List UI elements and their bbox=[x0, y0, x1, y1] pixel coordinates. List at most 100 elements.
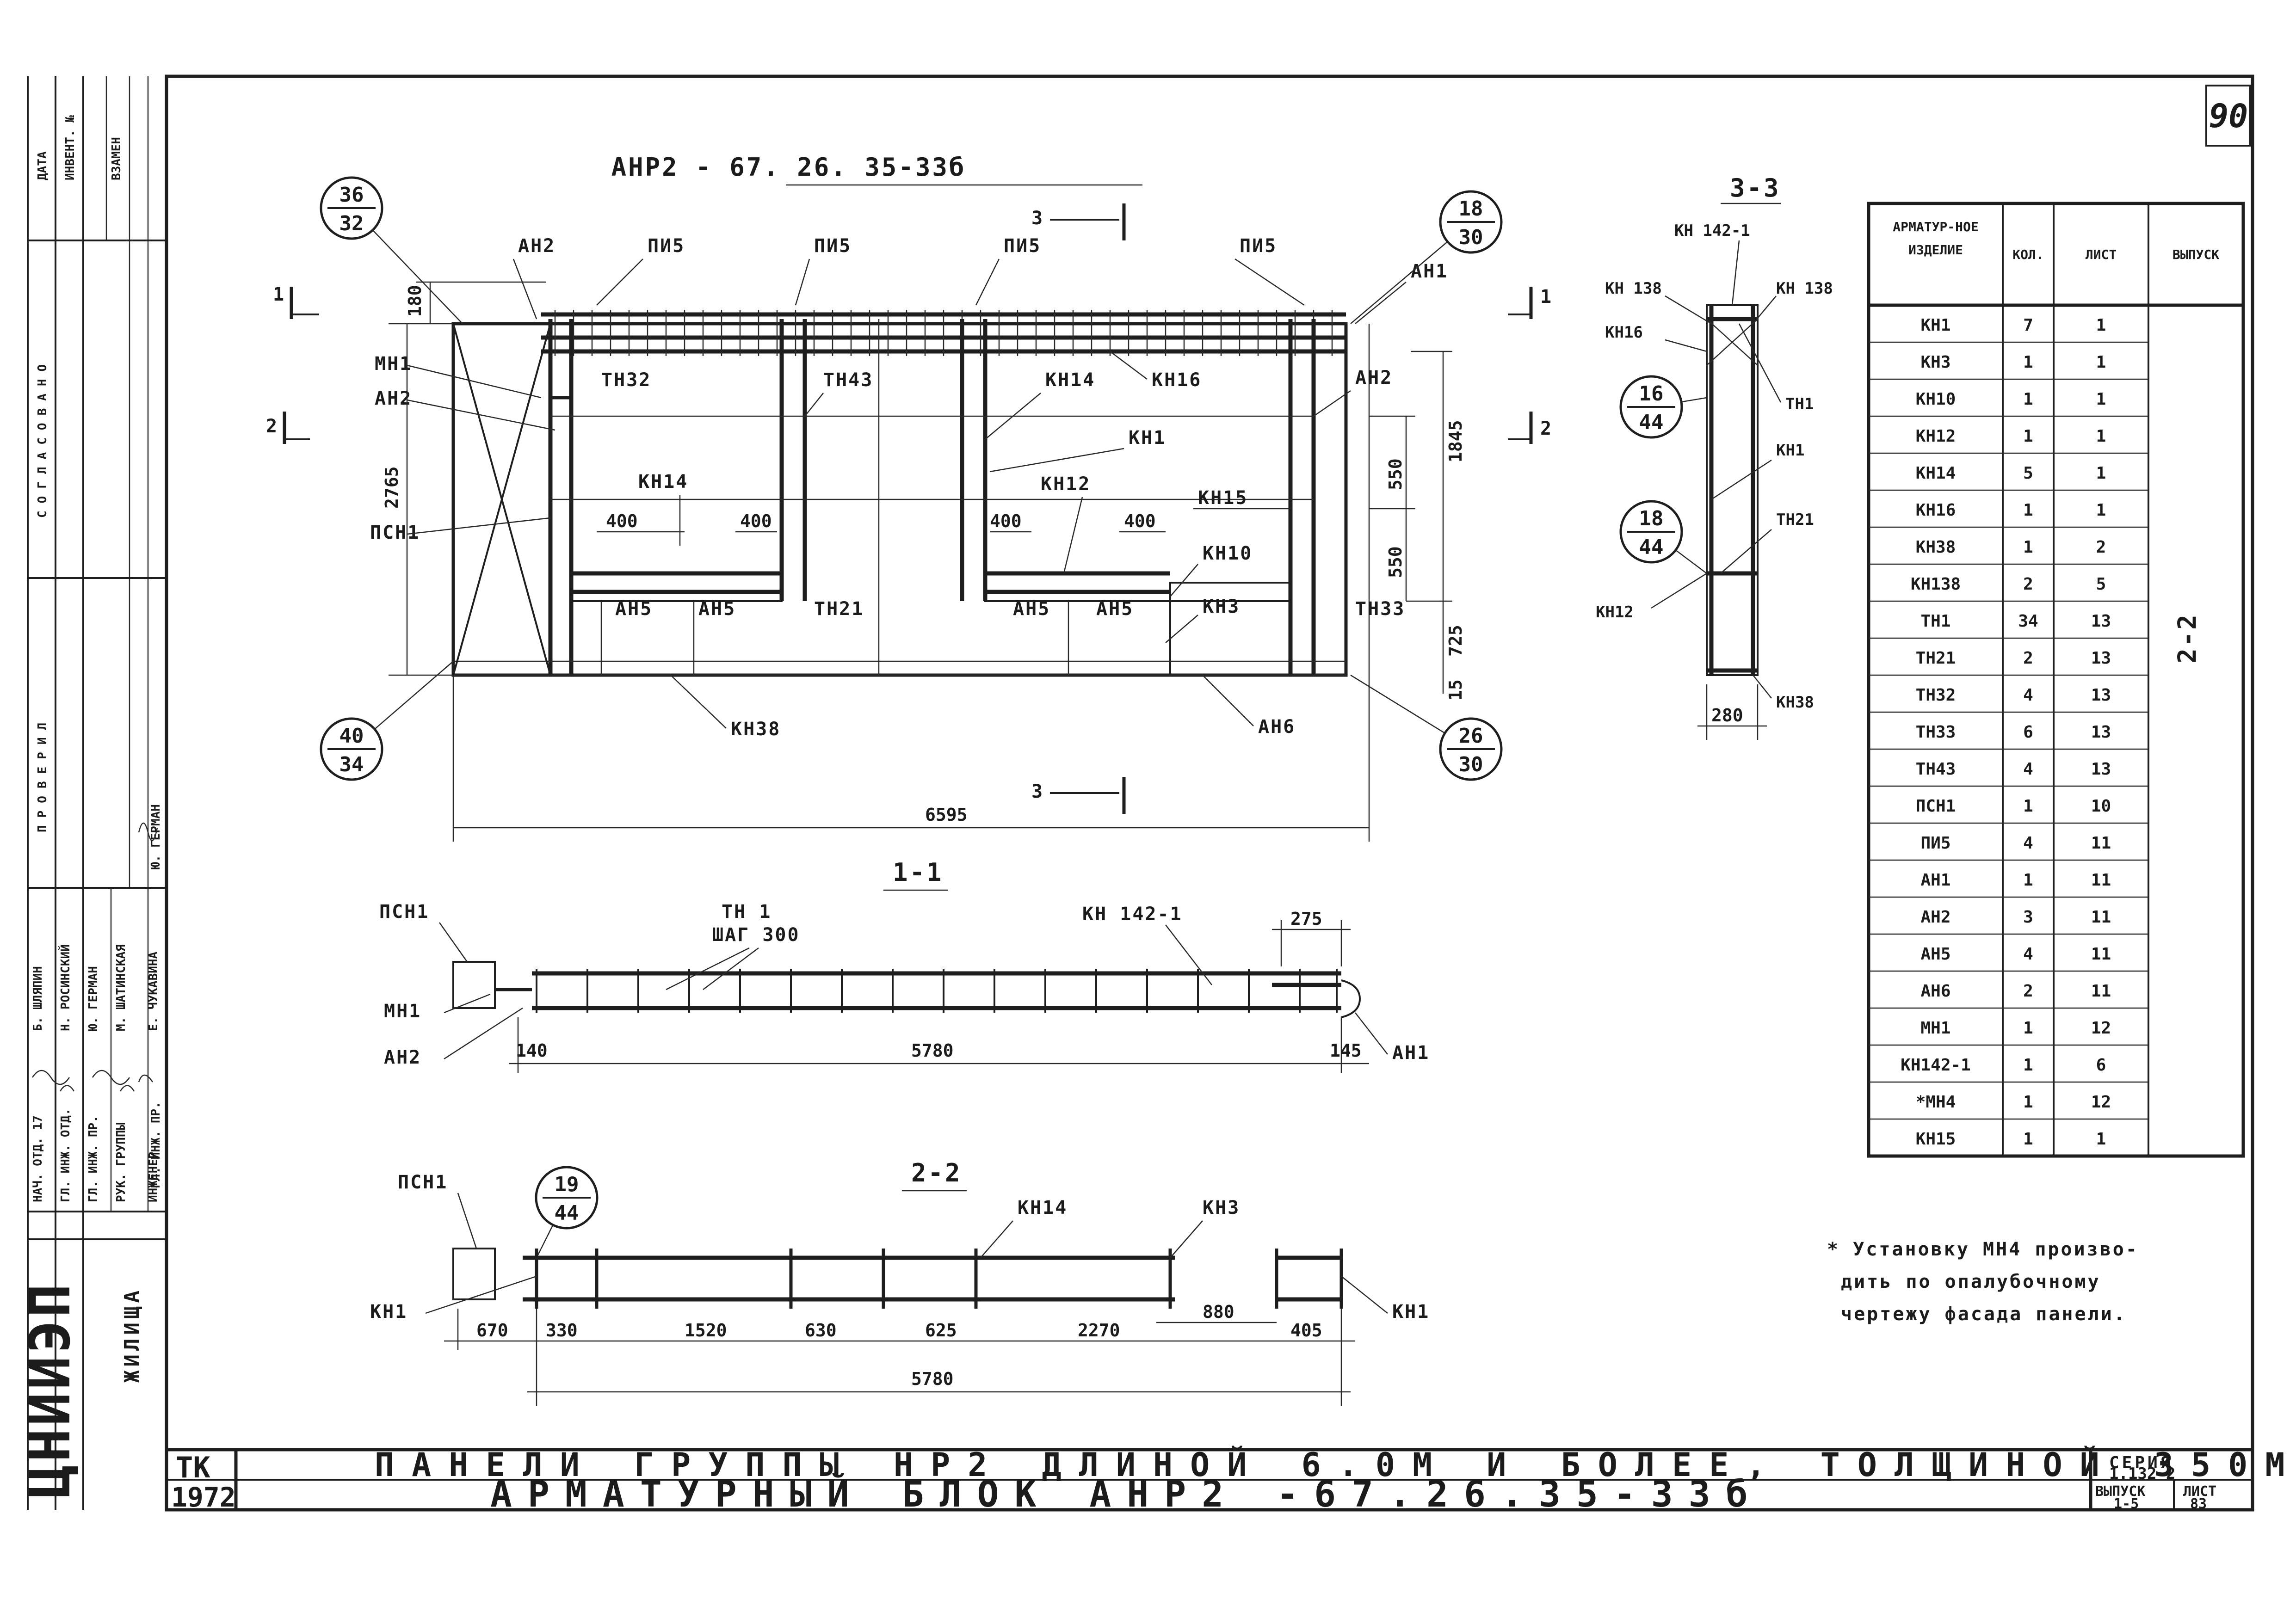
table-cell: 1 bbox=[2023, 427, 2033, 446]
table-cell: ТН33 bbox=[1916, 723, 1956, 742]
dim-670: 670 bbox=[476, 1320, 508, 1341]
label-pi5-1: ПИ5 bbox=[648, 235, 685, 257]
series-label: СЕРИЯ bbox=[2109, 1453, 2173, 1472]
label-kn12: КН12 bbox=[1041, 474, 1091, 495]
table-cell: 1 bbox=[2096, 316, 2106, 335]
table-cell: 1 bbox=[2023, 538, 2033, 557]
dim-140: 140 bbox=[516, 1040, 548, 1061]
series-value: 1.132-2 bbox=[2109, 1464, 2175, 1483]
label-an5-3: АН5 bbox=[1013, 598, 1050, 620]
bubble-top: 18 bbox=[1639, 507, 1664, 530]
table-cell: 1 bbox=[2023, 1019, 2033, 1038]
table-cell: ТН32 bbox=[1916, 686, 1956, 705]
label-kn14-22: КН14 bbox=[1018, 1197, 1068, 1218]
cut-3-top: 3 bbox=[1031, 208, 1044, 229]
stamp-checker-name: Ю. ГЕРМАН bbox=[149, 804, 163, 869]
dim-330: 330 bbox=[546, 1320, 578, 1341]
label-kn1-33: КН1 bbox=[1776, 441, 1804, 460]
table-cell: 6 bbox=[2096, 1056, 2106, 1075]
dim-630: 630 bbox=[805, 1320, 837, 1341]
table-cell: КН38 bbox=[1916, 538, 1956, 557]
label-mn1-11: МН1 bbox=[384, 1001, 421, 1022]
stamp-role-4: РУК. ГРУППЫ bbox=[114, 1122, 128, 1202]
table-cell: 11 bbox=[2091, 908, 2111, 927]
label-pi5-2: ПИ5 bbox=[814, 235, 852, 257]
table-cell: 1 bbox=[2023, 1093, 2033, 1112]
dim-1520: 1520 bbox=[685, 1320, 727, 1341]
table-cell: КН142-1 bbox=[1901, 1056, 1971, 1075]
label-an2-11: АН2 bbox=[384, 1047, 421, 1068]
table-cell: ТН21 bbox=[1916, 649, 1956, 668]
list-label: ЛИСТ bbox=[2183, 1483, 2216, 1500]
bubble-top: 36 bbox=[339, 183, 364, 207]
bubble-top: 26 bbox=[1459, 724, 1483, 748]
label-tn33: ТН33 bbox=[1355, 598, 1405, 620]
table-cell: 1 bbox=[2023, 1130, 2033, 1149]
table-cell: 2 bbox=[2023, 982, 2033, 1001]
vypusk-value: 1-5 bbox=[2114, 1496, 2139, 1512]
dim-405: 405 bbox=[1290, 1320, 1322, 1341]
table-cell: АН2 bbox=[1920, 908, 1950, 927]
table-cell: 7 bbox=[2023, 316, 2033, 335]
dim-275: 275 bbox=[1290, 909, 1322, 929]
label-an6: АН6 bbox=[1258, 716, 1296, 738]
label-kn1: КН1 bbox=[1129, 427, 1166, 449]
table-cell: 12 bbox=[2091, 1093, 2111, 1112]
org-logo: ЦНИИЭП bbox=[19, 1281, 83, 1498]
table-release-value: 2-2 bbox=[2173, 613, 2202, 664]
table-cell: АН1 bbox=[1920, 871, 1950, 890]
table-cell: АН5 bbox=[1920, 945, 1950, 964]
bubble-bottom: 44 bbox=[1639, 535, 1664, 559]
table-cell: АН6 bbox=[1920, 982, 1950, 1001]
label-tn43: ТН43 bbox=[823, 369, 873, 391]
table-cell: 1 bbox=[2023, 1056, 2033, 1075]
title-year: 1972 bbox=[171, 1482, 236, 1513]
table-cell: КН10 bbox=[1916, 390, 1956, 409]
bubble-bottom: 32 bbox=[339, 212, 364, 235]
stamp-name-5: Е. ЧУКАВИНА bbox=[147, 951, 160, 1031]
table-cell: 1 bbox=[2023, 390, 2033, 409]
dim-400-c: 400 bbox=[990, 511, 1022, 531]
label-kn10: КН10 bbox=[1203, 543, 1253, 564]
table-cell: 13 bbox=[2091, 760, 2111, 779]
table-cell: 11 bbox=[2091, 945, 2111, 964]
stamp-name-1: Б. ШЛЯПИН bbox=[31, 966, 45, 1031]
section-2-2-title: 2-2 bbox=[911, 1158, 962, 1187]
vypusk-label: ВЫПУСК bbox=[2095, 1483, 2145, 1500]
stamp-role-1: НАЧ. ОТД. 17 bbox=[31, 1115, 45, 1202]
table-cell: 1 bbox=[2096, 1130, 2106, 1149]
dim-5780-b: 5780 bbox=[911, 1369, 954, 1389]
table-cell: КН3 bbox=[1920, 353, 1950, 372]
label-kn142-33: КН 142-1 bbox=[1674, 221, 1750, 240]
table-cell: 5 bbox=[2096, 575, 2106, 594]
label-kn16: КН16 bbox=[1152, 369, 1202, 391]
label-kn1-22-right: КН1 bbox=[1392, 1301, 1430, 1323]
table-cell: КН138 bbox=[1911, 575, 1961, 594]
label-tn1-11: ТН 1 bbox=[722, 901, 772, 923]
stamp-agreed: СОГЛАСОВАНО bbox=[36, 357, 49, 518]
stamp-replaces: ВЗАМЕН bbox=[110, 137, 123, 180]
dim-2765: 2765 bbox=[382, 466, 402, 509]
label-psn1: ПСН1 bbox=[370, 522, 420, 543]
label-kn3: КН3 bbox=[1203, 596, 1240, 617]
table-cell: ТН43 bbox=[1916, 760, 1956, 779]
stamp-checker-role: ГЛ. ИНЖ. ПР. bbox=[149, 1101, 163, 1188]
bubble-bottom: 44 bbox=[555, 1201, 579, 1225]
cut-1-right: 1 bbox=[1540, 286, 1553, 308]
left-stamp-strip: ДАТА ИНВЕНТ. № ВЗАМЕН СОГЛАСОВАНО ПРОВЕР… bbox=[19, 76, 167, 1510]
dim-145: 145 bbox=[1330, 1040, 1362, 1061]
label-kn14-mid: КН14 bbox=[638, 471, 688, 492]
note-line-2: дить по опалубочному bbox=[1841, 1271, 2101, 1292]
table-cell: КН14 bbox=[1916, 464, 1956, 483]
table-cell: 11 bbox=[2091, 982, 2111, 1001]
dim-180: 180 bbox=[405, 285, 425, 317]
bubble-top: 40 bbox=[339, 724, 364, 748]
dim-280: 280 bbox=[1711, 705, 1743, 726]
table-cell: *МН4 bbox=[1916, 1093, 1956, 1112]
stamp-role-2: ГЛ. ИНЖ. ОТД. bbox=[59, 1108, 73, 1203]
bubble-bottom: 30 bbox=[1459, 753, 1483, 776]
